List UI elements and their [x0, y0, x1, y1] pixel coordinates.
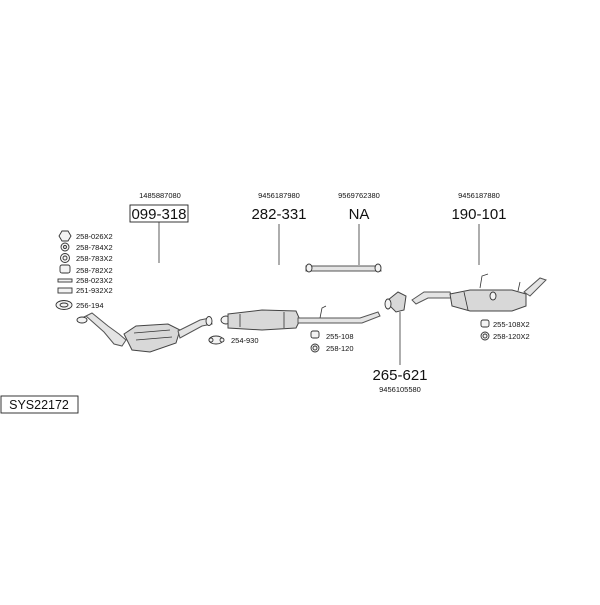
hardware-item[interactable]: 258-026X2 [76, 232, 113, 241]
rubber-mount-icon [480, 319, 490, 328]
part-number-3[interactable]: NA [349, 206, 370, 223]
bolt-icon [57, 278, 73, 283]
middle-silencer-assembly[interactable] [220, 305, 381, 331]
clamp-hardware[interactable]: 254-930 [208, 335, 259, 345]
hardware-right-list: 255-108X2 258-120X2 [480, 319, 530, 341]
part-oem-3: 9569762380 [338, 191, 380, 200]
nut-icon [58, 230, 72, 242]
hardware-item[interactable]: 255-108X2 [493, 320, 530, 329]
hardware-item[interactable]: 251-932X2 [76, 286, 113, 295]
part-number-4[interactable]: 190-101 [451, 206, 506, 223]
hardware-item[interactable]: 258-783X2 [76, 254, 113, 263]
connector-pipe[interactable]: 265-621 9456105580 [372, 291, 428, 394]
spring-washer-icon [62, 255, 68, 261]
hardware-left-list: 258-026X2 258-784X2 258-783X2 258-782X2 … [55, 230, 113, 310]
hardware-item[interactable]: 258-120 [326, 344, 354, 353]
rear-silencer-assembly[interactable] [411, 273, 547, 312]
rubber-ring-icon [482, 333, 488, 339]
washer-icon [63, 245, 67, 249]
part-number-2[interactable]: 282-331 [251, 206, 306, 223]
part-oem-2: 9456187980 [258, 191, 300, 200]
catalytic-converter-assembly[interactable] [76, 312, 213, 353]
hardware-clamp-label[interactable]: 254-930 [231, 336, 259, 345]
hardware-item[interactable]: 258-023X2 [76, 276, 113, 285]
intermediate-pipe[interactable] [305, 263, 382, 273]
part-number-1[interactable]: 099-318 [131, 206, 186, 223]
hardware-item[interactable]: 258-782X2 [76, 266, 113, 275]
part-number-5[interactable]: 265-621 [372, 367, 427, 384]
rubber-mount-icon [310, 330, 320, 339]
nut-icon [59, 264, 71, 274]
hardware-item[interactable]: 258-784X2 [76, 243, 113, 252]
gasket-icon [59, 302, 69, 308]
system-code[interactable]: SYS22172 [9, 398, 69, 412]
system-code-box [0, 395, 79, 414]
stud-icon [57, 287, 73, 294]
part-oem-4: 9456187880 [458, 191, 500, 200]
hardware-item[interactable]: 256-194 [76, 301, 104, 310]
rubber-ring-icon [312, 345, 318, 351]
hardware-mid-list: 255-108 258-120 [310, 330, 354, 353]
part-oem-1: 1485887080 [139, 191, 181, 200]
hardware-item[interactable]: 255-108 [326, 332, 354, 341]
part-oem-5: 9456105580 [379, 385, 421, 394]
hardware-item[interactable]: 258-120X2 [493, 332, 530, 341]
